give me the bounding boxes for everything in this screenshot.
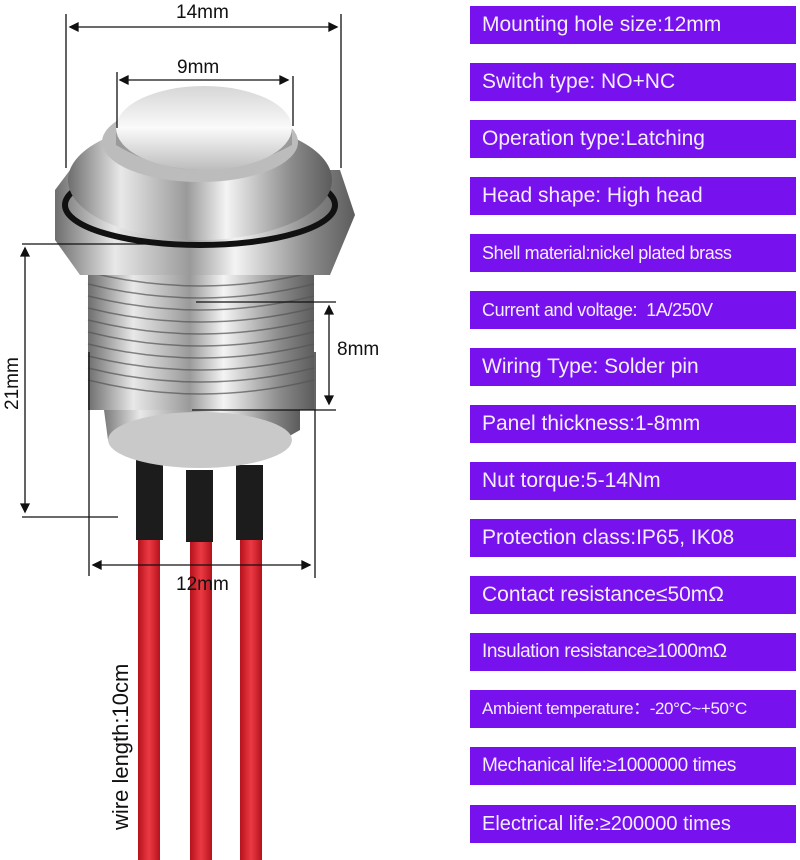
spec-protection-class: Protection class:IP65, IK08 (470, 519, 796, 557)
spec-electrical-life: Electrical life:≥200000 times (470, 805, 796, 843)
spec-shell-material: Shell material:nickel plated brass (470, 234, 796, 272)
spec-contact-resistance: Contact resistance≤50mΩ (470, 576, 796, 614)
thread-diameter-label: 12mm (176, 574, 229, 595)
spec-mechanical-life: Mechanical life:≥1000000 times (470, 747, 796, 785)
spec-insulation-resistance: Insulation resistance≥1000mΩ (470, 633, 796, 671)
spec-ambient-temperature: Ambient temperature：-20°C~+50°C (470, 690, 796, 728)
spec-switch-type: Switch type: NO+NC (470, 63, 796, 101)
body-height-label: 21mm (2, 357, 23, 410)
overall-width-label: 14mm (176, 2, 229, 23)
spec-nut-torque: Nut torque:5-14Nm (470, 462, 796, 500)
head-width-label: 9mm (177, 57, 220, 78)
spec-mounting-hole: Mounting hole size:12mm (470, 6, 796, 44)
push-button-switch-illustration (19, 14, 355, 860)
thread-length-label: 8mm (337, 339, 380, 360)
spec-head-shape: Head shape: High head (470, 177, 796, 215)
spec-wiring-type: Wiring Type: Solder pin (470, 348, 796, 386)
spec-operation-type: Operation type:Latching (470, 120, 796, 158)
spec-panel-thickness: Panel thickness:1-8mm (470, 405, 796, 443)
spec-current-voltage: Current and voltage: 1A/250V (470, 291, 796, 329)
wire-length-label: wire length:10cm (108, 663, 133, 830)
